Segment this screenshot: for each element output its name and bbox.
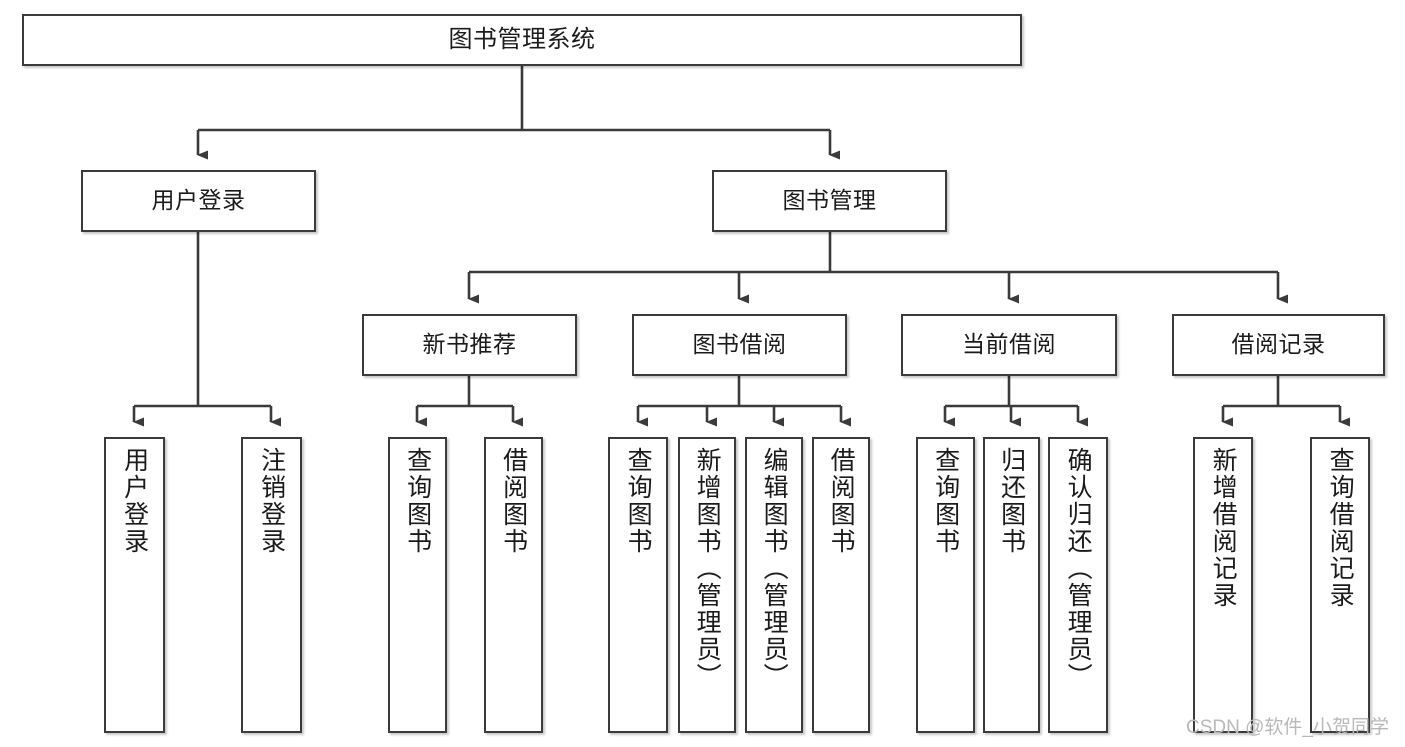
watermark: CSDN @软件_小贺同学 [1186, 717, 1389, 738]
node-leaf-borrow-book[interactable]: 借阅图书 [812, 437, 870, 733]
node-leaf-user-logout-label: 注销登录 [257, 447, 286, 555]
node-leaf-edit-book-admin-label: 编辑图书（管理员） [760, 447, 789, 690]
node-borrow-record-label: 借阅记录 [1231, 331, 1326, 358]
node-borrow-record[interactable]: 借阅记录 [1172, 314, 1385, 376]
node-leaf-query-book-recommend[interactable]: 查询图书 [388, 437, 447, 733]
node-leaf-query-borrow-record[interactable]: 查询借阅记录 [1310, 437, 1370, 733]
node-current-borrow[interactable]: 当前借阅 [901, 314, 1117, 376]
node-book-management-label: 图书管理 [782, 187, 877, 214]
node-new-book-recommend-label: 新书推荐 [422, 331, 517, 358]
node-leaf-query-book-recommend-label: 查询图书 [403, 447, 432, 555]
node-root-label: 图书管理系统 [448, 25, 596, 53]
node-leaf-return-book[interactable]: 归还图书 [983, 437, 1040, 733]
node-user-login[interactable]: 用户登录 [81, 170, 316, 232]
node-leaf-user-logout[interactable]: 注销登录 [241, 437, 302, 733]
node-leaf-borrow-book-recommend[interactable]: 借阅图书 [484, 437, 543, 733]
node-leaf-add-book-admin-label: 新增图书（管理员） [693, 447, 722, 690]
node-leaf-borrow-book-recommend-label: 借阅图书 [499, 447, 528, 555]
node-new-book-recommend[interactable]: 新书推荐 [362, 314, 577, 376]
node-leaf-edit-book-admin[interactable]: 编辑图书（管理员） [745, 437, 803, 733]
node-leaf-query-book-borrow-label: 查询图书 [624, 447, 653, 555]
node-leaf-query-book-current-label: 查询图书 [931, 447, 960, 555]
node-leaf-confirm-return-admin-label: 确认归还（管理员） [1064, 447, 1093, 690]
node-book-borrow-label: 图书借阅 [692, 331, 787, 358]
node-root[interactable]: 图书管理系统 [22, 14, 1022, 66]
node-leaf-user-login-label: 用户登录 [120, 447, 149, 555]
node-leaf-return-book-label: 归还图书 [997, 447, 1026, 555]
node-leaf-add-borrow-record-label: 新增借阅记录 [1209, 447, 1238, 609]
node-leaf-query-book-borrow[interactable]: 查询图书 [608, 437, 668, 733]
node-leaf-confirm-return-admin[interactable]: 确认归还（管理员） [1048, 437, 1108, 733]
node-current-borrow-label: 当前借阅 [962, 331, 1056, 358]
node-leaf-add-borrow-record[interactable]: 新增借阅记录 [1193, 437, 1253, 733]
node-leaf-query-borrow-record-label: 查询借阅记录 [1326, 447, 1355, 609]
node-leaf-query-book-current[interactable]: 查询图书 [916, 437, 975, 733]
node-book-borrow[interactable]: 图书借阅 [632, 314, 847, 376]
node-book-management[interactable]: 图书管理 [712, 170, 947, 232]
node-leaf-add-book-admin[interactable]: 新增图书（管理员） [678, 437, 736, 733]
node-leaf-user-login[interactable]: 用户登录 [104, 437, 165, 733]
node-leaf-borrow-book-label: 借阅图书 [827, 447, 856, 555]
node-user-login-label: 用户登录 [151, 187, 246, 214]
